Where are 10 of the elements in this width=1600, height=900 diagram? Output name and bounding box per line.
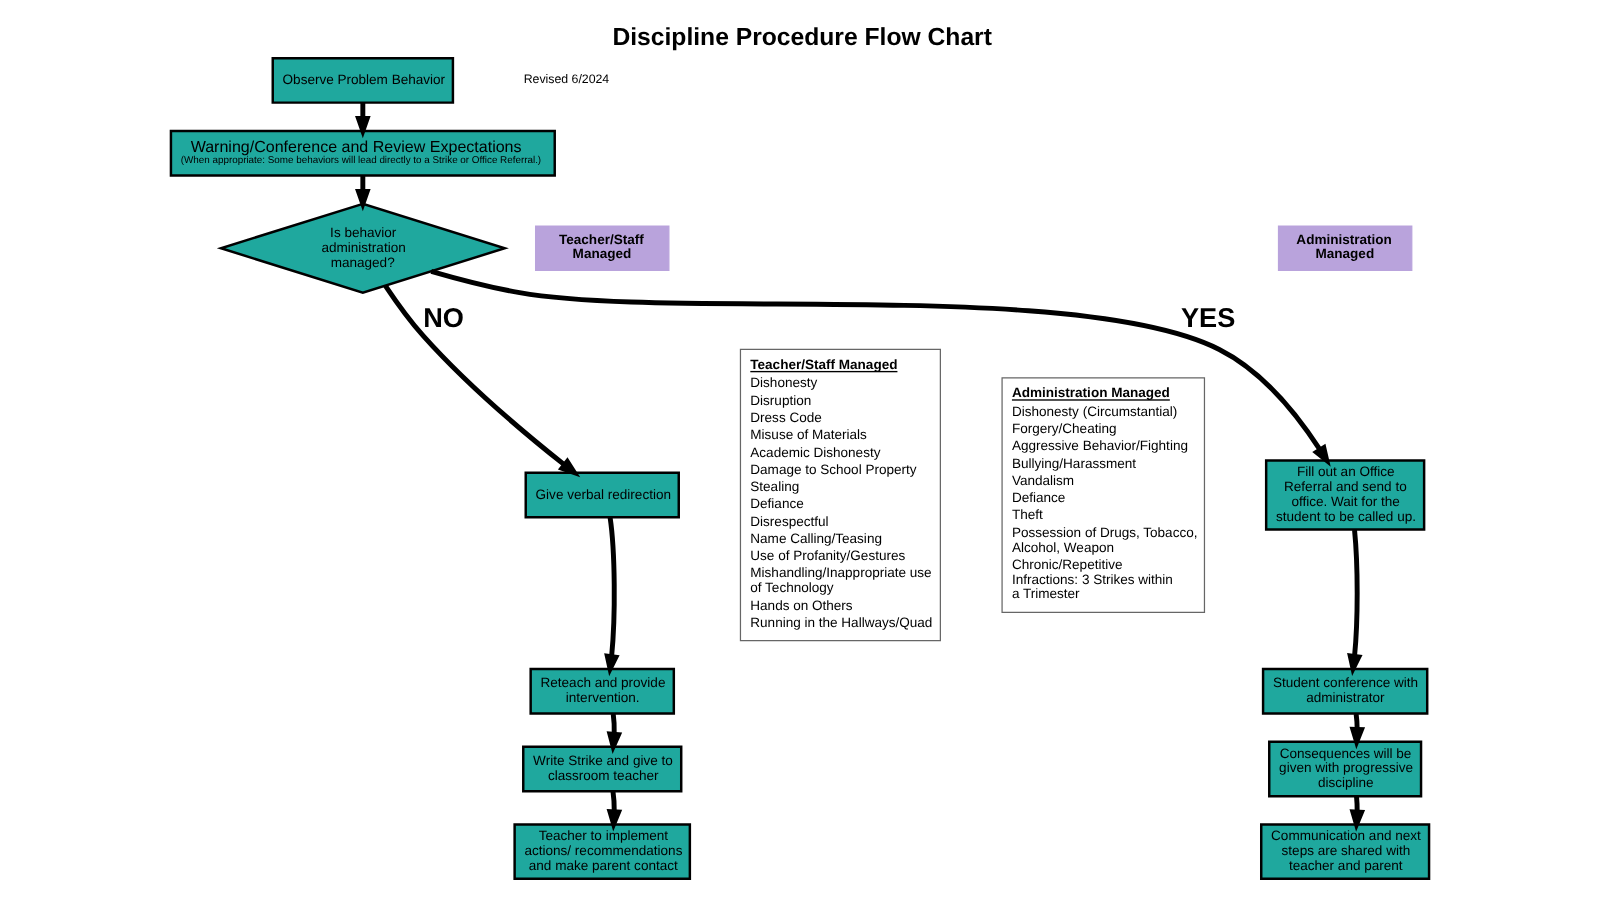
- arrow: [1347, 529, 1363, 677]
- edge-label: NO: [423, 302, 464, 333]
- diagram-title: Discipline Procedure Flow Chart: [612, 22, 992, 51]
- arrow: [604, 517, 620, 677]
- arrow: [383, 284, 581, 478]
- arrow: [430, 268, 1331, 467]
- arrow: [606, 713, 623, 755]
- edge-label: YES: [1181, 302, 1236, 333]
- arrow: [606, 791, 623, 832]
- arrow: [355, 175, 371, 212]
